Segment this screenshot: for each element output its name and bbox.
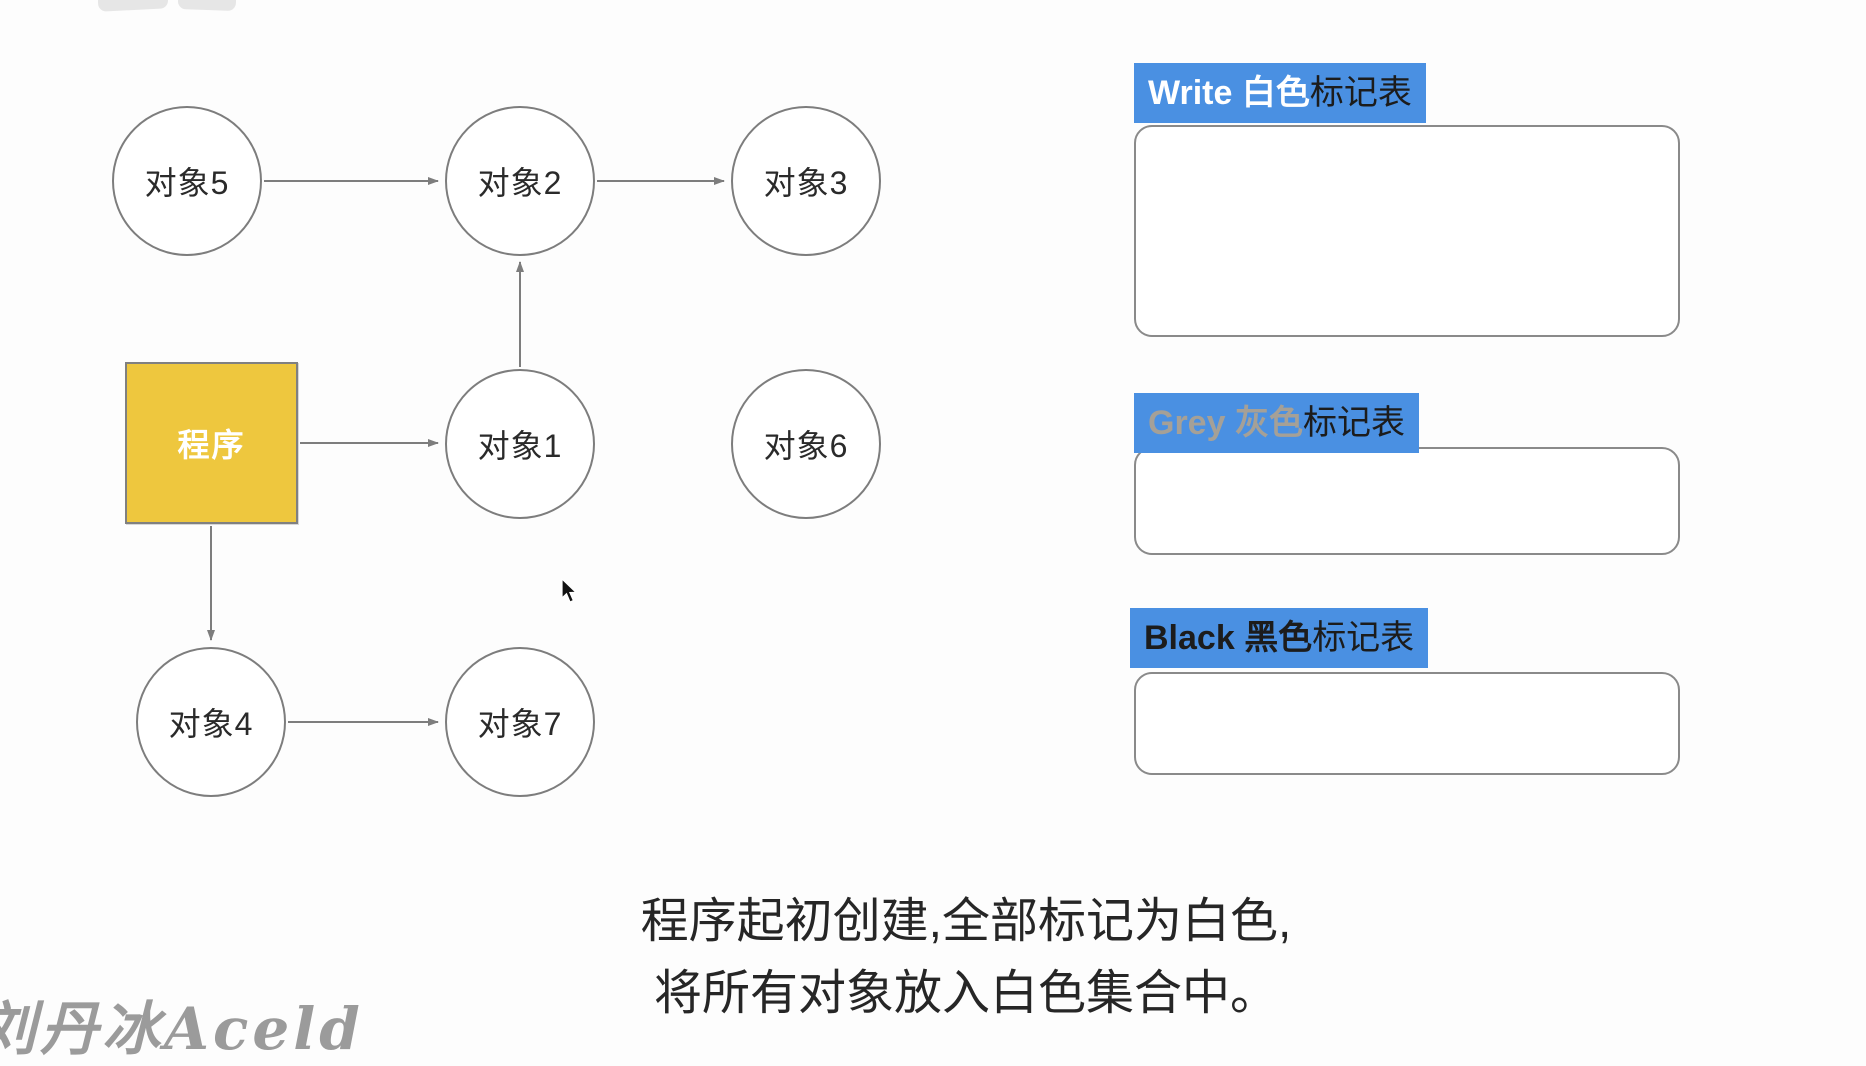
object-node-1: 对象1 [445, 369, 595, 519]
object-node-label: 对象2 [477, 165, 563, 201]
white-table-label-suffix: 标记表 [1309, 74, 1412, 112]
watermark-text: 刘丹冰Aceld [0, 995, 364, 1063]
object-node-label: 对象3 [763, 165, 849, 201]
mouse-cursor [561, 578, 578, 603]
white-table-label-en: Write [1148, 74, 1233, 112]
white-mark-table-box [1134, 125, 1680, 337]
object-node-label: 对象1 [477, 428, 563, 464]
grey-table-label: Grey 灰色标记表 [1134, 393, 1419, 453]
object-node-4: 对象4 [136, 647, 286, 797]
top-watermark-remnant [97, 0, 169, 12]
object-node-3: 对象3 [731, 106, 881, 256]
grey-table-label-suffix: 标记表 [1302, 404, 1405, 442]
caption-line-1: 程序起初创建,全部标记为白色, [640, 895, 1292, 948]
grey-table-label-en: Grey [1148, 404, 1226, 442]
object-node-2: 对象2 [445, 106, 595, 256]
black-table-label-en: Black [1144, 619, 1235, 657]
program-node: 程序 [125, 362, 298, 524]
caption-line-2: 将所有对象放入白色集合中。 [653, 967, 1278, 1020]
object-node-5: 对象5 [112, 106, 262, 256]
object-node-label: 对象7 [477, 706, 563, 742]
object-node-6: 对象6 [731, 369, 881, 519]
object-node-label: 对象6 [763, 428, 849, 464]
program-node-label: 程序 [177, 427, 246, 463]
white-table-label-color-word: 白色 [1241, 74, 1310, 112]
grey-mark-table-box [1134, 447, 1680, 555]
caption: 程序起初创建,全部标记为白色, 将所有对象放入白色集合中。 [566, 886, 1366, 1030]
grey-table-label-color-word: 灰色 [1234, 404, 1303, 442]
black-table-label: Black 黑色标记表 [1130, 608, 1429, 668]
white-table-label: Write 白色标记表 [1134, 63, 1426, 123]
black-table-label-suffix: 标记表 [1312, 619, 1415, 657]
object-node-7: 对象7 [445, 647, 595, 797]
top-watermark-remnant [177, 0, 237, 12]
object-node-label: 对象5 [144, 165, 230, 201]
object-node-label: 对象4 [168, 706, 254, 742]
black-table-label-color-word: 黑色 [1244, 619, 1313, 657]
black-mark-table-box [1134, 672, 1680, 775]
